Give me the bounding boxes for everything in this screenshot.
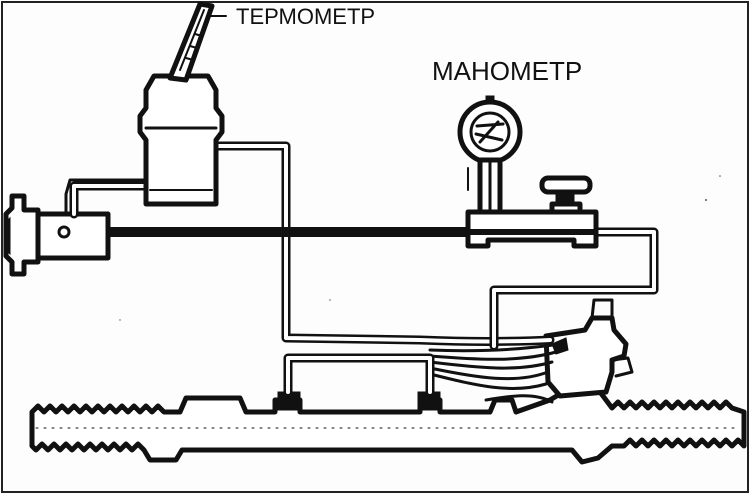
scan-noise bbox=[119, 175, 721, 321]
pump-body bbox=[35, 211, 111, 261]
thermometer bbox=[167, 1, 227, 83]
test-manifold bbox=[465, 209, 599, 249]
thermometer-label: ТЕРМОМЕТР bbox=[236, 4, 375, 29]
valve-lug bbox=[610, 356, 634, 378]
pump-pulley bbox=[3, 193, 41, 277]
pump-supply-stub bbox=[64, 178, 152, 216]
pump-outlet-port bbox=[57, 225, 71, 239]
manometer-label: МАНОМЕТР bbox=[432, 56, 582, 86]
thermometer-column bbox=[179, 9, 205, 71]
gauge-top-stud bbox=[485, 95, 495, 105]
fluid-reservoir bbox=[137, 73, 225, 207]
rack-housing bbox=[29, 382, 747, 465]
supply-line bbox=[69, 181, 151, 219]
gauge-needle bbox=[474, 120, 505, 144]
pinion-shaft bbox=[590, 298, 614, 320]
reservoir-body bbox=[137, 73, 225, 207]
pressure-gauge bbox=[457, 95, 523, 215]
rack-feed-lines bbox=[283, 353, 435, 397]
return-line bbox=[213, 141, 555, 346]
valve-handle bbox=[539, 175, 593, 195]
valve-feed-lines bbox=[428, 342, 562, 404]
valve-housing bbox=[543, 315, 629, 399]
valve-inlet-fitting bbox=[551, 337, 569, 355]
steering-rack bbox=[29, 298, 747, 465]
outlet-line bbox=[489, 227, 659, 351]
